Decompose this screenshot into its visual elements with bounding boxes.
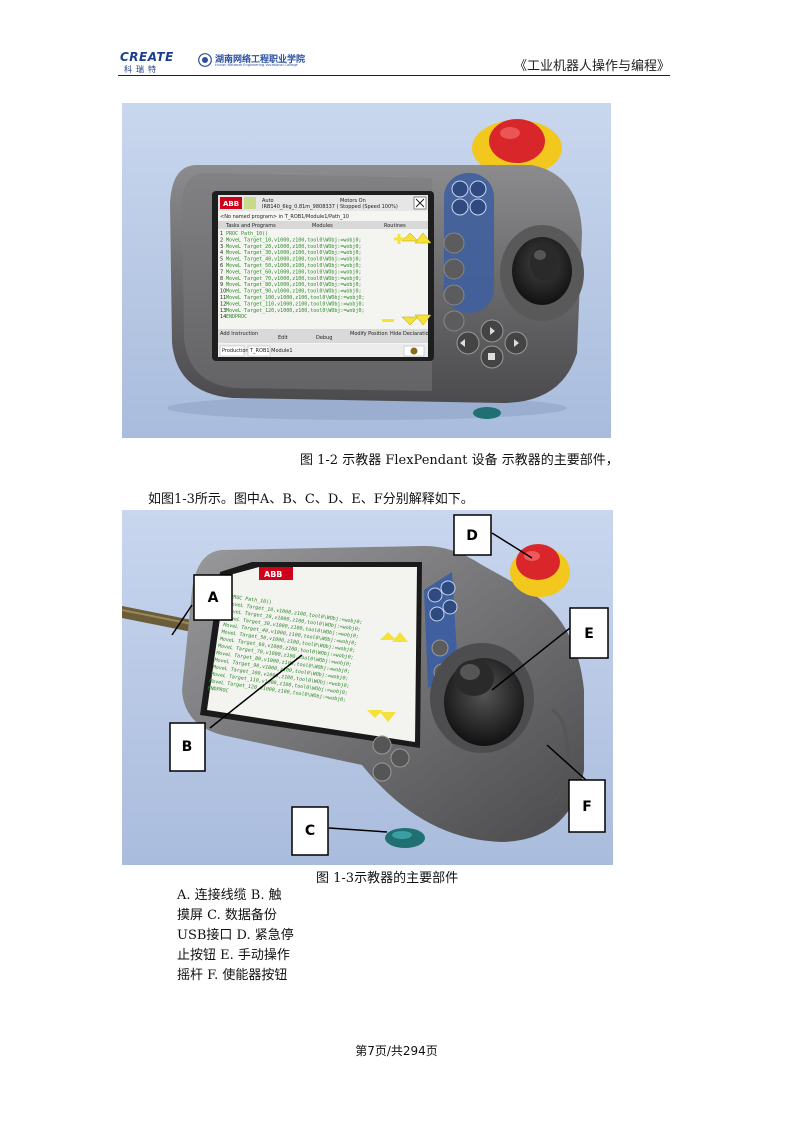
- code-line: MoveL Target_90,v1000,z100,tool0\WObj:=w…: [226, 289, 361, 295]
- code-line-number: 5: [220, 257, 223, 263]
- school-logo: 湖南网络工程职业学院 Hunan Network Engineering Voc…: [198, 52, 308, 72]
- code-line-number: 14: [220, 314, 226, 320]
- school-emblem-icon: [198, 53, 212, 67]
- code-line-number: 13: [220, 308, 226, 314]
- flexpendant-parts-illustration: ABB PROC Path_10() MoveL Target_10,v1000…: [122, 510, 613, 865]
- flexpendant-front-illustration: ABB Auto IRB140_6kg_0.81m_9808337 ( Moto…: [122, 103, 611, 438]
- screen-program-title: <No named program> in T_ROB1/Module1/Pat…: [220, 214, 349, 220]
- screen-tab-modules: Modules: [312, 223, 333, 229]
- code-line: MoveL Target_20,v1000,z100,tool0\WObj:=w…: [226, 244, 361, 250]
- label-box-f: F: [568, 779, 606, 833]
- screen-btn-add-instruction: Add Instruction: [220, 331, 258, 337]
- code-line-number: 4: [220, 250, 223, 256]
- figure2-caption: 图 1-3示教器的主要部件: [316, 871, 459, 886]
- code-line: MoveL Target_60,v1000,z100,tool0\WObj:=w…: [226, 269, 361, 275]
- screen-status-line1: Auto: [262, 198, 274, 204]
- page-footer: 第7页/共294页: [355, 1044, 438, 1058]
- label-f: F: [582, 799, 592, 815]
- code-line-number: 10: [220, 289, 226, 295]
- page-header: CREATE 科瑞特 湖南网络工程职业学院 Hunan Network Engi…: [118, 48, 670, 76]
- label-d: D: [466, 528, 478, 544]
- label-c: C: [305, 823, 315, 839]
- code-line-number: 12: [220, 301, 226, 307]
- screen-tab-tasks: Tasks and Programs: [225, 223, 276, 229]
- legend-line: A. 连接线缆 B. 触: [177, 888, 282, 903]
- code-line-angled: PROC Path_10(): [230, 594, 273, 606]
- estop-group: [472, 119, 562, 176]
- school-name: 湖南网络工程职业学院: [215, 55, 306, 65]
- code-line-number: 2: [220, 237, 223, 243]
- screen-status-right2: Stopped (Speed 100%): [340, 204, 398, 210]
- label-a: A: [208, 590, 219, 606]
- label-box-b: B: [169, 722, 206, 772]
- label-box-d: D: [453, 514, 492, 556]
- screen-btn-edit: Edit: [278, 335, 288, 341]
- figure-flexpendant-front: ABB Auto IRB140_6kg_0.81m_9808337 ( Moto…: [122, 103, 611, 438]
- code-line: MoveL Target_100,v1000,z100,tool0\WObj:=…: [226, 295, 364, 301]
- label-box-a: A: [193, 574, 233, 621]
- code-line-number: 1: [220, 231, 223, 237]
- screen-task-production: Production Window: [222, 348, 270, 354]
- touch-screen-angled: [207, 567, 417, 742]
- label-box-e: E: [569, 607, 609, 659]
- screen-tab-routines: Routines: [384, 223, 406, 229]
- legend-line: 止按钮 E. 手动操作: [177, 948, 290, 963]
- legend-line: 摇杆 F. 使能器按钮: [177, 968, 288, 983]
- code-line-number: 3: [220, 244, 223, 250]
- code-line-number: 6: [220, 263, 223, 269]
- code-line-number: 7: [220, 269, 223, 275]
- body-paragraph: 如图1-3所示。图中A、B、C、D、E、F分别解释如下。: [148, 492, 474, 507]
- screen2-abb-logo: ABB: [264, 570, 282, 579]
- figure1-caption: 图 1-2 示教器 FlexPendant 设备 示教器的主要部件，: [300, 453, 619, 468]
- code-line: MoveL Target_50,v1000,z100,tool0\WObj:=w…: [226, 263, 361, 269]
- create-logo-subtext: 科瑞特: [124, 65, 160, 74]
- code-line: PROC Path_10(): [226, 231, 268, 237]
- code-line: MoveL Target_80,v1000,z100,tool0\WObj:=w…: [226, 282, 361, 288]
- code-line: MoveL Target_110,v1000,z100,tool0\WObj:=…: [226, 301, 364, 307]
- school-name-en: Hunan Network Engineering Vocational Col…: [215, 63, 298, 67]
- screen-status-line2: IRB140_6kg_0.81m_9808337 (: [262, 204, 339, 210]
- screen-btn-debug: Debug: [316, 335, 332, 341]
- legend-line: 摸屏 C. 数据备份: [177, 908, 277, 923]
- create-logo: CREATE 科瑞特: [120, 50, 184, 74]
- label-b: B: [182, 739, 193, 755]
- screen-abb-logo: ABB: [223, 200, 239, 208]
- screen-task-module: T_ROB1 Module1: [249, 348, 293, 354]
- screen-btn-modify-position: Modify Position: [350, 331, 388, 337]
- figure-flexpendant-parts: ABB PROC Path_10() MoveL Target_10,v1000…: [122, 510, 613, 865]
- code-line-number: 9: [220, 282, 223, 288]
- legend-line: USB接口 D. 紧急停: [177, 928, 294, 943]
- code-line: MoveL Target_30,v1000,z100,tool0\WObj:=w…: [226, 250, 361, 256]
- code-line-number: 11: [220, 295, 226, 301]
- code-line: MoveL Target_40,v1000,z100,tool0\WObj:=w…: [226, 257, 361, 263]
- book-title: 《工业机器人操作与编程》: [513, 59, 670, 74]
- code-line: MoveL Target_10,v1000,z100,tool0\WObj:=w…: [226, 237, 361, 243]
- screen-status-right1: Motors On: [340, 198, 366, 204]
- label-e: E: [584, 626, 594, 642]
- parts-legend: A. 连接线缆 B. 触 摸屏 C. 数据备份 USB接口 D. 紧急停 止按钮…: [177, 886, 327, 986]
- screen-btn-hide-declarations: Hide Declarations: [390, 331, 435, 337]
- code-line: MoveL Target_70,v1000,z100,tool0\WObj:=w…: [226, 276, 361, 282]
- screen2-code-listing: PROC Path_10() MoveL Target_10,v1000,z10…: [207, 594, 363, 703]
- create-logo-text: CREATE: [120, 50, 174, 64]
- code-line-angled: ENDPROC: [207, 685, 229, 694]
- code-line-number: 8: [220, 276, 223, 282]
- code-line: MoveL Target_120,v1000,z100,tool0\WObj:=…: [226, 308, 364, 314]
- label-box-c: C: [291, 806, 329, 856]
- code-line: ENDPROC: [226, 314, 247, 320]
